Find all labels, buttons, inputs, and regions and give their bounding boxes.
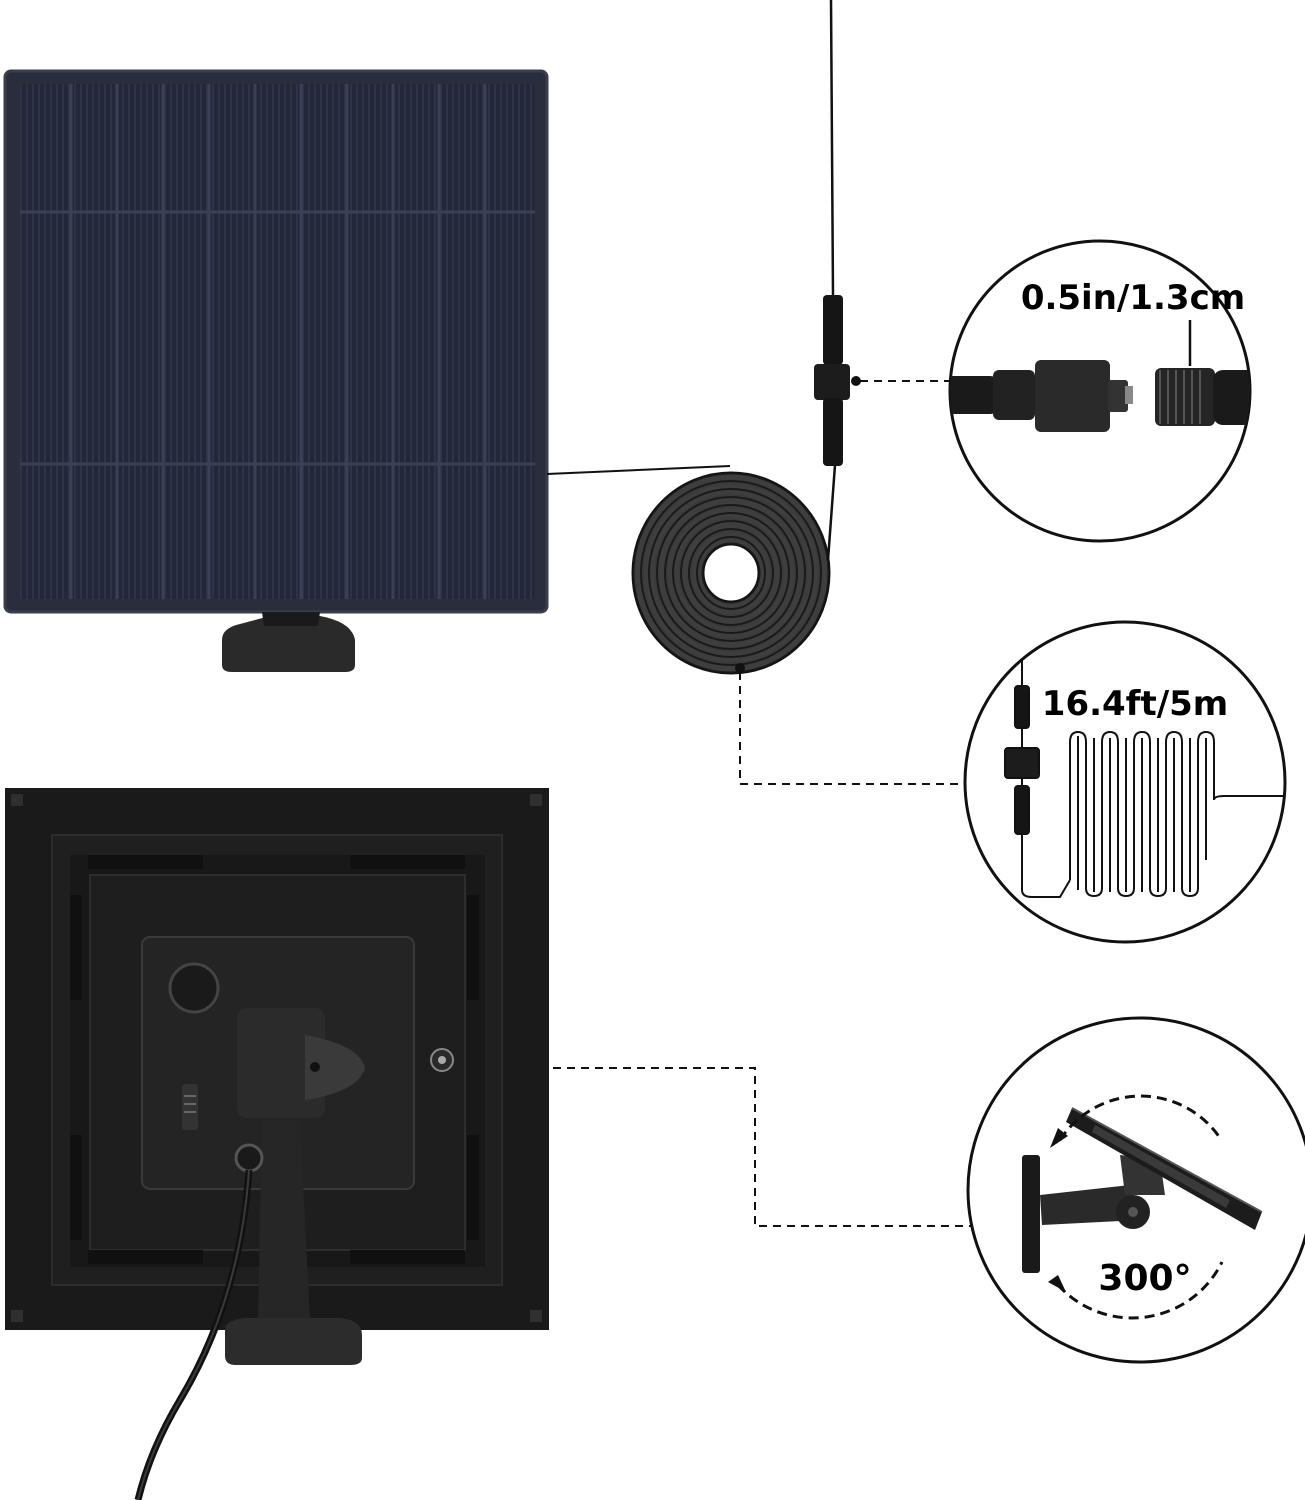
waterproof-connector bbox=[735, 0, 861, 673]
cable-length-callout: 16.4ft/5m bbox=[963, 620, 1287, 944]
solar-panel-front bbox=[3, 69, 549, 614]
solar-panel-back bbox=[5, 788, 549, 1330]
rotation-arrow-icon bbox=[1056, 1094, 1224, 1320]
panel-stand-front bbox=[222, 612, 355, 672]
mounting-bracket bbox=[134, 1008, 365, 1500]
rotation-callout: 300° bbox=[966, 1016, 1305, 1364]
connector-callout: 0.5in/1.3cm bbox=[948, 239, 1252, 543]
connector-size-label: 0.5in/1.3cm bbox=[1021, 278, 1245, 318]
dashed-leaders bbox=[315, 380, 980, 1227]
cable-length-label: 16.4ft/5m bbox=[1042, 684, 1228, 724]
rotation-angle-label: 300° bbox=[1098, 1258, 1191, 1299]
